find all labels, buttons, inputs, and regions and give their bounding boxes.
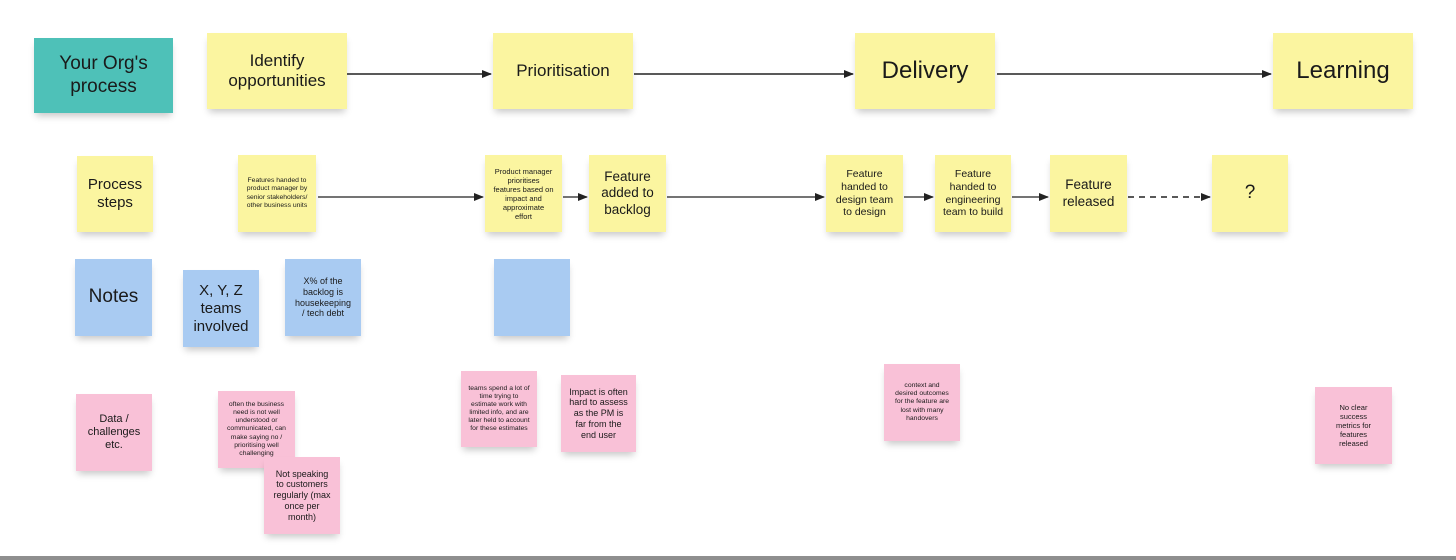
note-empty[interactable] <box>494 259 570 336</box>
challenge-business-need-unclear[interactable]: often the business need is not well unde… <box>218 391 295 468</box>
stage-delivery[interactable]: Delivery <box>855 33 995 109</box>
step-features-handed-to-pm-text: Features handed to product manager by se… <box>246 177 308 209</box>
step-unknown-question[interactable]: ? <box>1212 155 1288 232</box>
process-steps-label-text: Process steps <box>87 176 143 211</box>
step-pm-prioritises[interactable]: Product manager prioritises features bas… <box>485 155 562 232</box>
note-teams-involved-text: X, Y, Z teams involved <box>193 281 249 335</box>
challenge-not-speaking-to-customers[interactable]: Not speaking to customers regularly (max… <box>264 457 340 534</box>
challenge-business-need-unclear-text: often the business need is not well unde… <box>227 400 286 457</box>
challenge-context-lost-handovers-text: context and desired outcomes for the fea… <box>894 382 950 422</box>
challenge-estimating-work-text: teams spend a lot of time trying to esti… <box>468 384 530 433</box>
note-teams-involved[interactable]: X, Y, Z teams involved <box>183 270 259 347</box>
stage-identify-opportunities-text: Identify opportunities <box>228 50 326 90</box>
stage-identify-opportunities[interactable]: Identify opportunities <box>207 33 347 109</box>
stage-prioritisation[interactable]: Prioritisation <box>493 33 633 109</box>
challenge-no-success-metrics-text: No clear success metrics for features re… <box>1335 403 1371 448</box>
step-features-handed-to-pm[interactable]: Features handed to product manager by se… <box>238 155 316 232</box>
org-process-label-text: Your Org's process <box>59 52 148 97</box>
step-feature-handed-to-engineering[interactable]: Feature handed to engineering team to bu… <box>935 155 1011 232</box>
challenge-estimating-work[interactable]: teams spend a lot of time trying to esti… <box>461 371 537 447</box>
step-pm-prioritises-text: Product manager prioritises features bas… <box>493 166 554 221</box>
step-feature-released-text: Feature released <box>1062 177 1115 209</box>
step-feature-handed-to-design[interactable]: Feature handed to design team to design <box>826 155 903 232</box>
challenge-not-speaking-to-customers-text: Not speaking to customers regularly (max… <box>273 468 331 522</box>
stage-learning-text: Learning <box>1296 56 1390 84</box>
step-feature-handed-to-design-text: Feature handed to design team to design <box>835 168 894 219</box>
notes-label-text: Notes <box>88 286 139 308</box>
stage-learning[interactable]: Learning <box>1273 33 1413 109</box>
notes-label-sticky[interactable]: Notes <box>75 259 152 336</box>
challenge-no-success-metrics[interactable]: No clear success metrics for features re… <box>1315 387 1392 464</box>
stage-prioritisation-text: Prioritisation <box>516 60 610 80</box>
challenge-impact-hard-to-assess[interactable]: Impact is often hard to assess as the PM… <box>561 375 636 452</box>
org-process-label-sticky[interactable]: Your Org's process <box>34 38 173 113</box>
challenge-context-lost-handovers[interactable]: context and desired outcomes for the fea… <box>884 364 960 441</box>
challenge-impact-hard-to-assess-text: Impact is often hard to assess as the PM… <box>569 386 628 440</box>
note-backlog-housekeeping[interactable]: X% of the backlog is housekeeping / tech… <box>285 259 361 336</box>
bottom-border <box>0 556 1456 560</box>
data-challenges-label-text: Data / challenges etc. <box>87 412 141 452</box>
process-steps-label-sticky[interactable]: Process steps <box>77 156 153 232</box>
stage-delivery-text: Delivery <box>881 56 969 84</box>
data-challenges-label-sticky[interactable]: Data / challenges etc. <box>76 394 152 471</box>
step-feature-added-to-backlog[interactable]: Feature added to backlog <box>589 155 666 232</box>
note-backlog-housekeeping-text: X% of the backlog is housekeeping / tech… <box>294 275 352 319</box>
step-feature-released[interactable]: Feature released <box>1050 155 1127 232</box>
step-unknown-question-text: ? <box>1244 182 1256 204</box>
step-feature-handed-to-engineering-text: Feature handed to engineering team to bu… <box>942 168 1004 219</box>
step-feature-added-to-backlog-text: Feature added to backlog <box>601 169 654 217</box>
